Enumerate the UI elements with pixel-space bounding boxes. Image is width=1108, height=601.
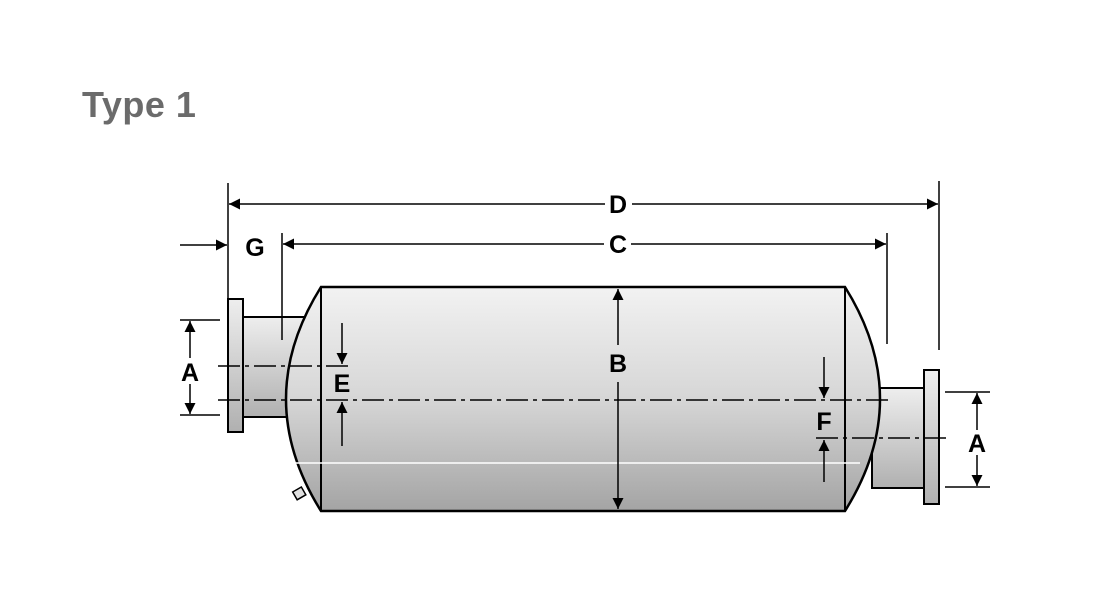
drain-fitting (291, 486, 307, 501)
diagram-title: Type 1 (82, 84, 197, 125)
label-B: B (609, 350, 627, 378)
label-D: D (609, 191, 627, 219)
label-A-left: A (181, 359, 199, 387)
label-E: E (334, 370, 351, 398)
right-flange (923, 369, 940, 505)
label-F: F (816, 408, 831, 436)
vessel-shell (284, 285, 882, 513)
label-A-right: A (968, 430, 986, 458)
label-C: C (609, 231, 627, 259)
label-G: G (245, 234, 264, 262)
